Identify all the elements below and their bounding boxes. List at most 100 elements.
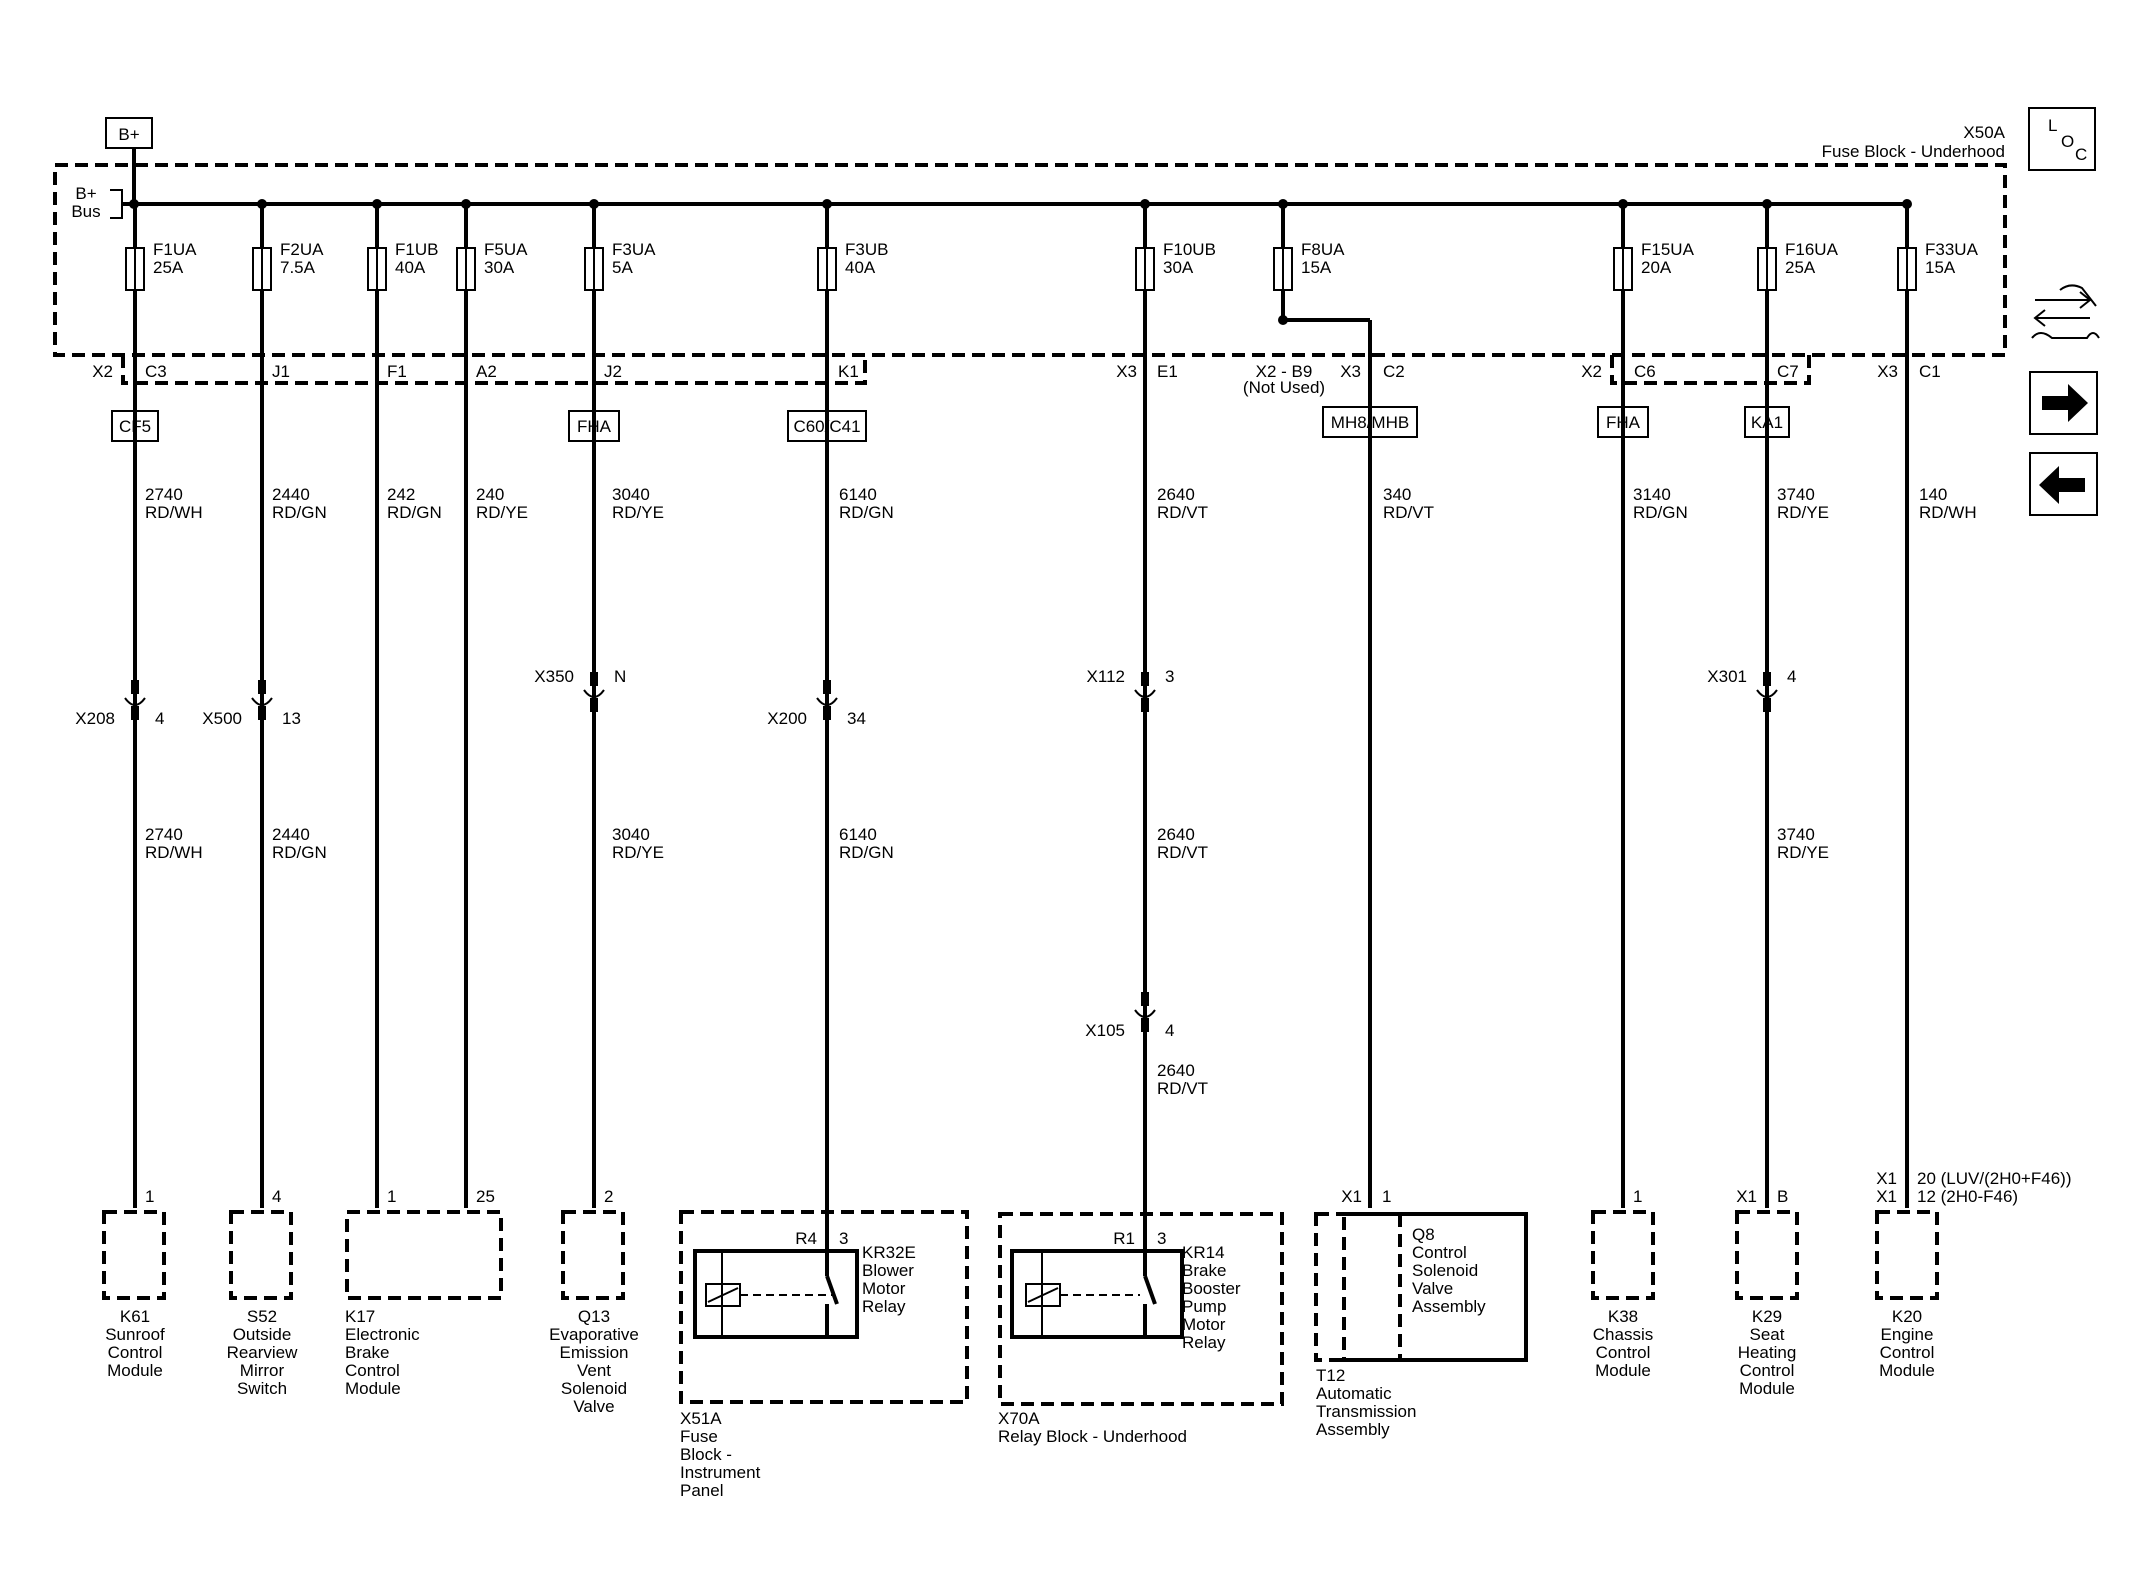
wire-label: RD/GN: [839, 843, 894, 862]
x51a-fuse-block: [679, 1210, 969, 1404]
q13-label: Vent: [577, 1361, 611, 1380]
component-pin: 12 (2H0-F46): [1917, 1187, 2018, 1206]
back-arrow-button[interactable]: [2029, 452, 2098, 516]
connector-pin: J1: [272, 362, 290, 381]
inline-connector-id: X350: [534, 667, 574, 686]
fuse-name: F1UB: [395, 240, 438, 259]
k61-label: Module: [107, 1361, 163, 1380]
q8-label: Solenoid: [1412, 1261, 1478, 1280]
fuse-name: F2UA: [280, 240, 324, 259]
inline-connector: [583, 672, 605, 712]
fuse-name: F3UA: [612, 240, 656, 259]
wire-label: RD/GN: [387, 503, 442, 522]
wire-label: 3040: [612, 485, 650, 504]
bus-node: [257, 199, 267, 209]
loc-letter: C: [2075, 145, 2087, 164]
k20-label: Control: [1880, 1343, 1935, 1362]
inline-connector-pin: 4: [1787, 667, 1796, 686]
wire-label: RD/GN: [272, 503, 327, 522]
component-pin: 1: [387, 1187, 396, 1206]
s52-label: Rearview: [227, 1343, 299, 1362]
x51a-label: X51A: [680, 1409, 722, 1428]
q8-label: Q8: [1412, 1225, 1435, 1244]
component-pin: 25: [476, 1187, 495, 1206]
kr32e-label: Motor: [862, 1279, 906, 1298]
fuse-rating: 30A: [484, 258, 515, 277]
inline-connector-id: X208: [75, 709, 115, 728]
s52-label: Mirror: [240, 1361, 285, 1380]
wire-label: RD/VT: [1157, 1079, 1208, 1098]
wire-label: 6140: [839, 485, 877, 504]
inline-connector-pin: N: [614, 667, 626, 686]
wire-label: RD/WH: [1919, 503, 1977, 522]
kr32e-label: Blower: [862, 1261, 914, 1280]
wire-label: 3140: [1633, 485, 1671, 504]
wire-label: 340: [1383, 485, 1411, 504]
t12-label: Assembly: [1316, 1420, 1390, 1439]
inline-connector-id: X500: [202, 709, 242, 728]
k38-label: K38: [1608, 1307, 1638, 1326]
x51a-label: Panel: [680, 1481, 723, 1500]
component-pin: X1: [1736, 1187, 1757, 1206]
k20-label: Module: [1879, 1361, 1935, 1380]
k29-label: Control: [1740, 1361, 1795, 1380]
wire-label: RD/VT: [1157, 843, 1208, 862]
connector-note: (Not Used): [1243, 378, 1325, 397]
k29-label: Module: [1739, 1379, 1795, 1398]
wire-label: RD/YE: [612, 843, 664, 862]
bus-label: B+: [75, 184, 96, 203]
q13-label: Solenoid: [561, 1379, 627, 1398]
forward-arrow-button[interactable]: [2029, 371, 2098, 435]
fuse-rating: 5A: [612, 258, 633, 277]
fuse-rating: 7.5A: [280, 258, 316, 277]
component-pin: 3: [1157, 1229, 1166, 1248]
q13-label: Q13: [578, 1307, 610, 1326]
wire-label: 2440: [272, 825, 310, 844]
relay-coil: [707, 1287, 739, 1303]
connector-pin: C1: [1919, 362, 1941, 381]
k17-label: Control: [345, 1361, 400, 1380]
k17-label: Electronic: [345, 1325, 420, 1344]
x70a-relay-block: [998, 1212, 1284, 1406]
kr32e-label: KR32E: [862, 1243, 916, 1262]
t12-label: T12: [1316, 1366, 1345, 1385]
x2-connector-outline: [121, 355, 867, 385]
bplus-box: [105, 117, 153, 149]
kr14-label: Pump: [1182, 1297, 1226, 1316]
x2-connector-outline-right: [1610, 355, 1811, 385]
inline-connector-id: X112: [1087, 667, 1125, 686]
loc-letter: O: [2061, 132, 2074, 151]
component-pin: 2: [604, 1187, 613, 1206]
k29-label: Seat: [1750, 1325, 1785, 1344]
connector-id: X3: [1116, 362, 1137, 381]
fuse-block-id: X50A: [1963, 123, 2005, 142]
kr14-label: Motor: [1182, 1315, 1226, 1334]
inline-connector: [1134, 672, 1156, 712]
connector-pin: A2: [476, 362, 497, 381]
connector-pin: E1: [1157, 362, 1178, 381]
wire-label: 2740: [145, 485, 183, 504]
connector-id: X3: [1877, 362, 1898, 381]
wire-label: RD/GN: [839, 503, 894, 522]
k61-label: K61: [120, 1307, 150, 1326]
wire-label: RD/YE: [476, 503, 528, 522]
fuse-rating: 40A: [845, 258, 876, 277]
connector-id: X2: [1581, 362, 1602, 381]
bus-label: Bus: [71, 202, 100, 221]
bus-node: [461, 199, 471, 209]
connector-pin: C2: [1383, 362, 1405, 381]
q8-solenoid-assembly: [1342, 1212, 1528, 1362]
wire-label: 3740: [1777, 485, 1815, 504]
inline-connector: [124, 680, 146, 720]
component-pin: R4: [795, 1229, 817, 1248]
connector-id: X2 - B9: [1256, 362, 1313, 381]
fuse-block-name: Fuse Block - Underhood: [1822, 142, 2005, 161]
inline-connector: [816, 680, 838, 720]
component-pin: X1: [1876, 1169, 1897, 1188]
k61-label: Control: [108, 1343, 163, 1362]
k38-label: Control: [1596, 1343, 1651, 1362]
s52-label: S52: [247, 1307, 277, 1326]
q8-label: Control: [1412, 1243, 1467, 1262]
bus-node: [1618, 199, 1628, 209]
